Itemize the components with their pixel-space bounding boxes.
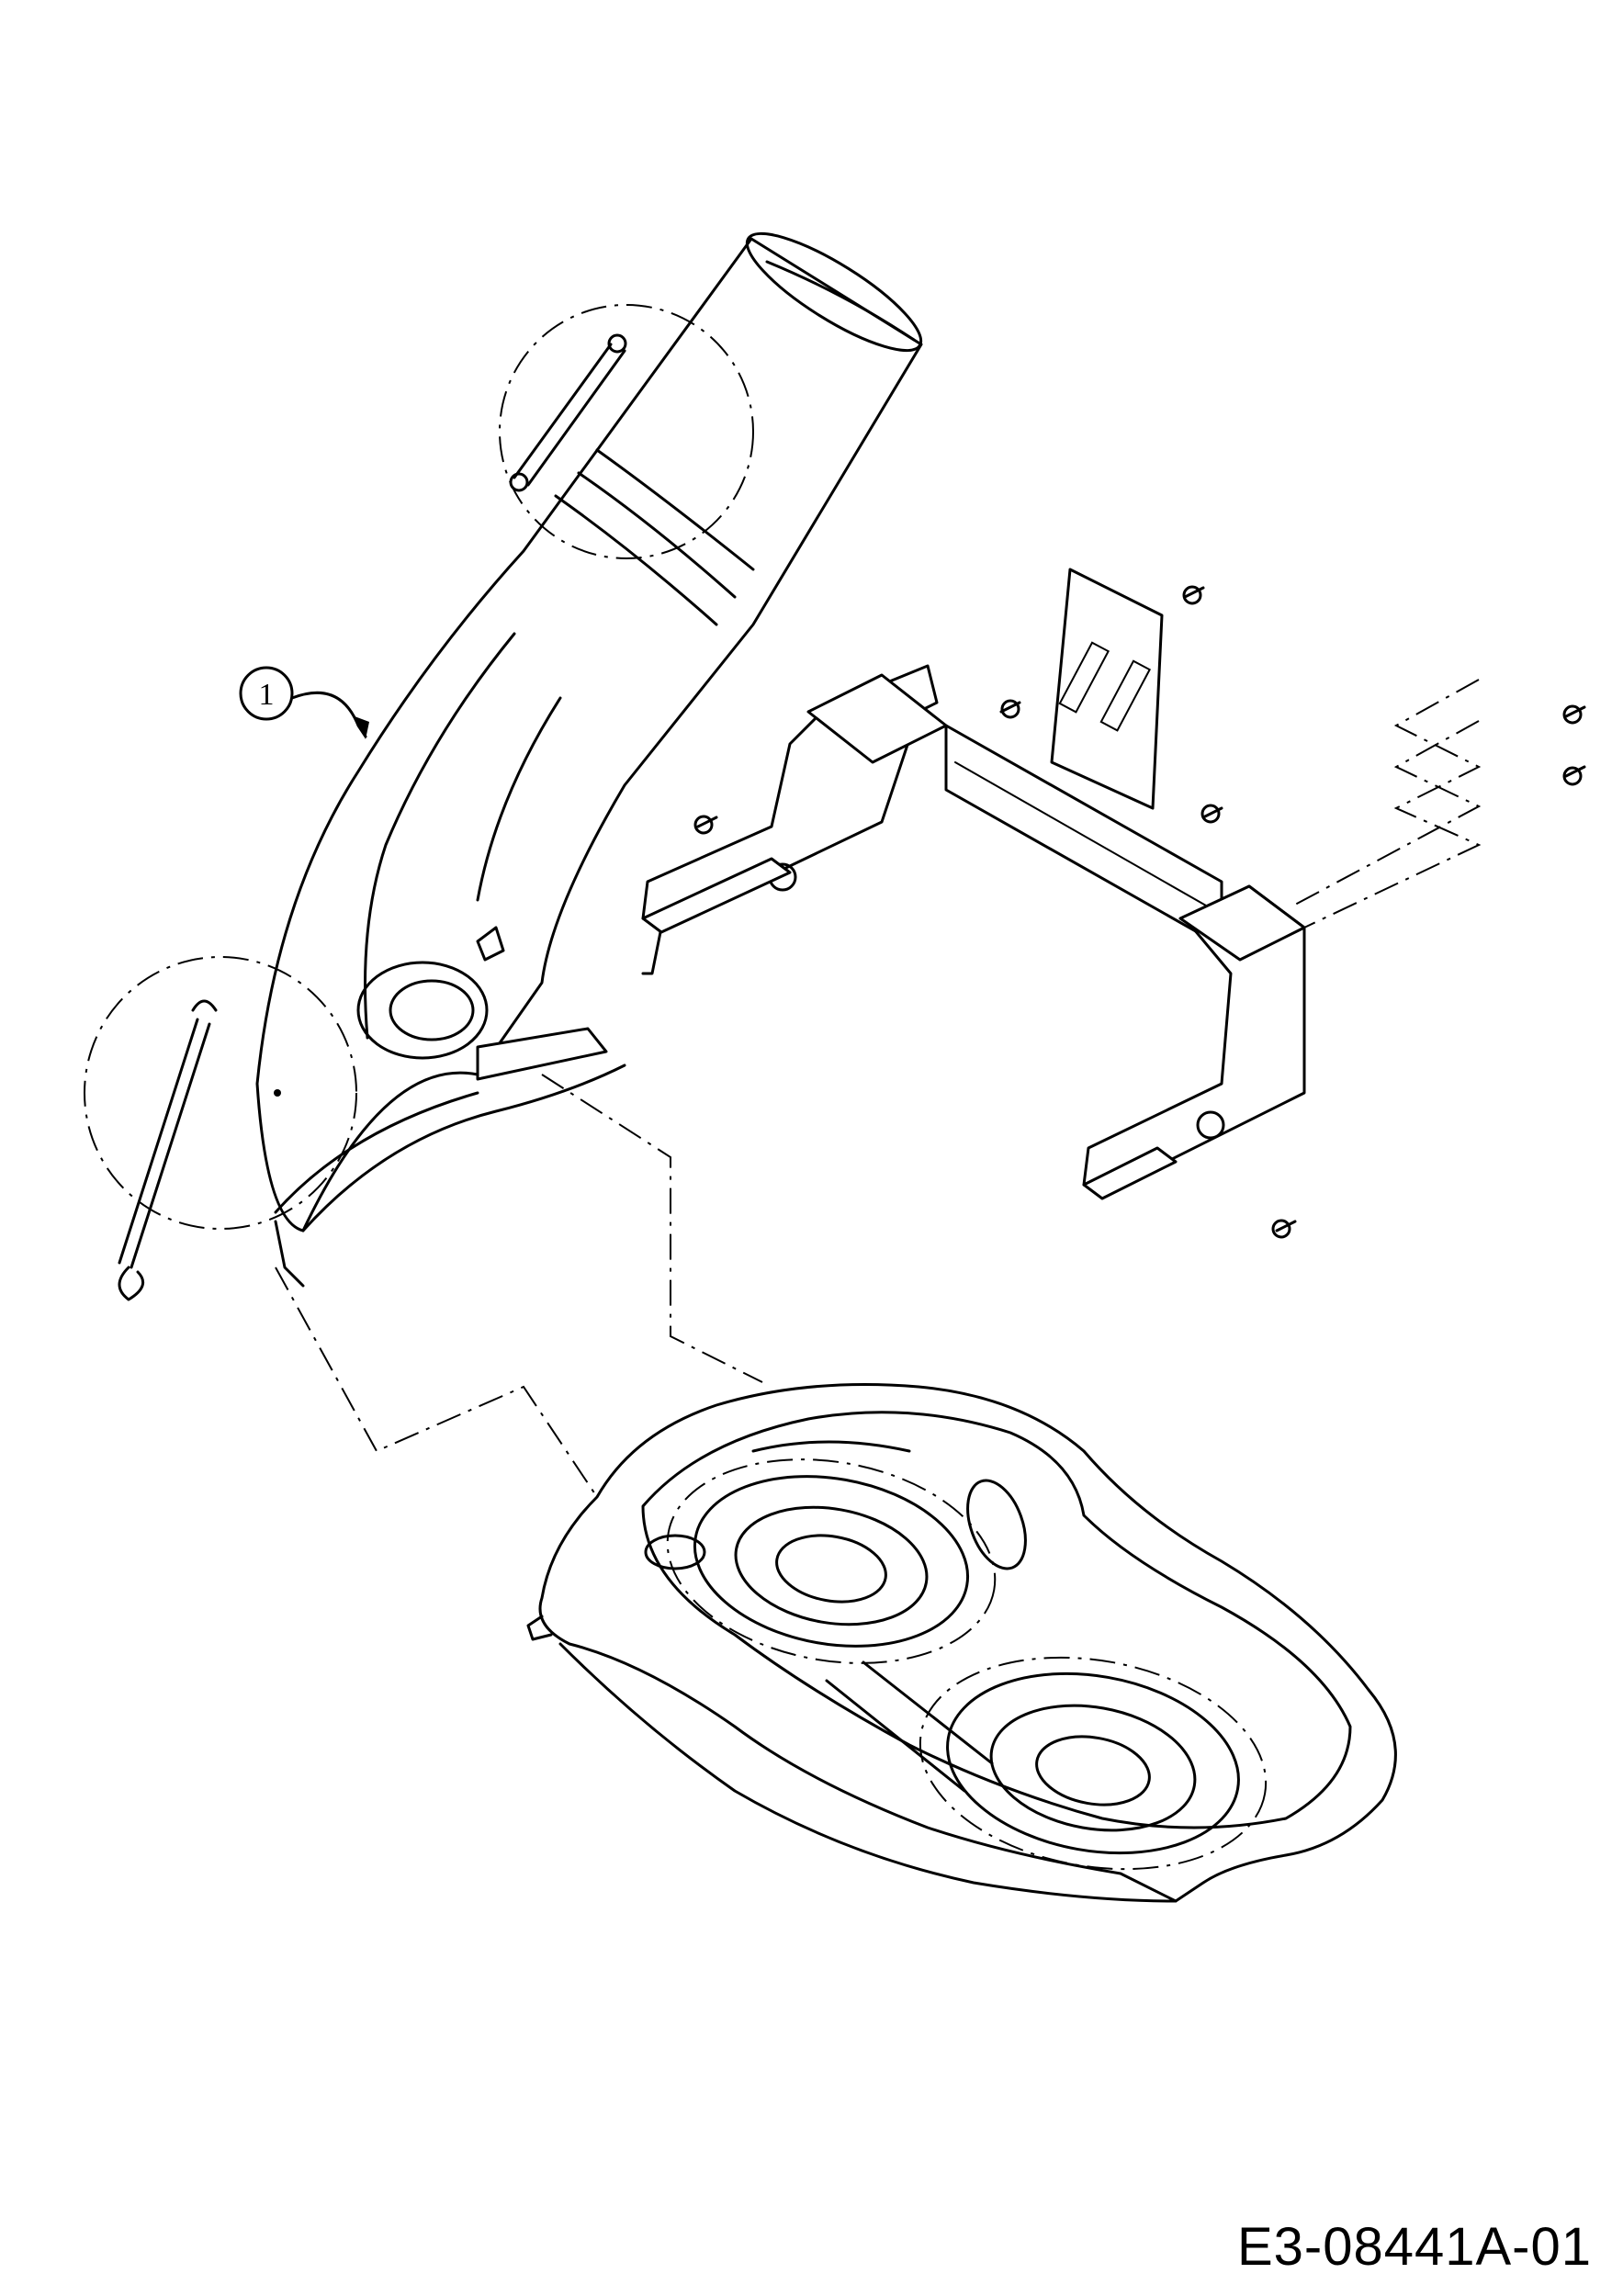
assembly-leader-lines	[275, 679, 1482, 1498]
bolt-6	[1562, 704, 1586, 725]
mower-deck[interactable]	[526, 1383, 1397, 1903]
callout-1[interactable]: 1	[239, 666, 369, 739]
detail-circle-lower	[84, 956, 357, 1230]
mounting-bracket[interactable]	[641, 568, 1306, 1200]
bolt-4	[693, 815, 718, 835]
bolt-5	[1271, 1219, 1297, 1239]
discharge-chute[interactable]	[255, 215, 934, 1288]
bolt-1	[1182, 585, 1205, 605]
spring-rod-lower	[118, 999, 218, 1301]
spring-rod-upper	[509, 333, 627, 492]
detail-circle-upper	[499, 304, 754, 559]
drawing-code: E3-08441A-01	[1236, 2217, 1592, 2277]
bolt-2	[999, 699, 1021, 719]
bolt-3	[1200, 804, 1223, 824]
callout-number: 1	[259, 678, 275, 712]
bolt-7	[1562, 765, 1586, 786]
